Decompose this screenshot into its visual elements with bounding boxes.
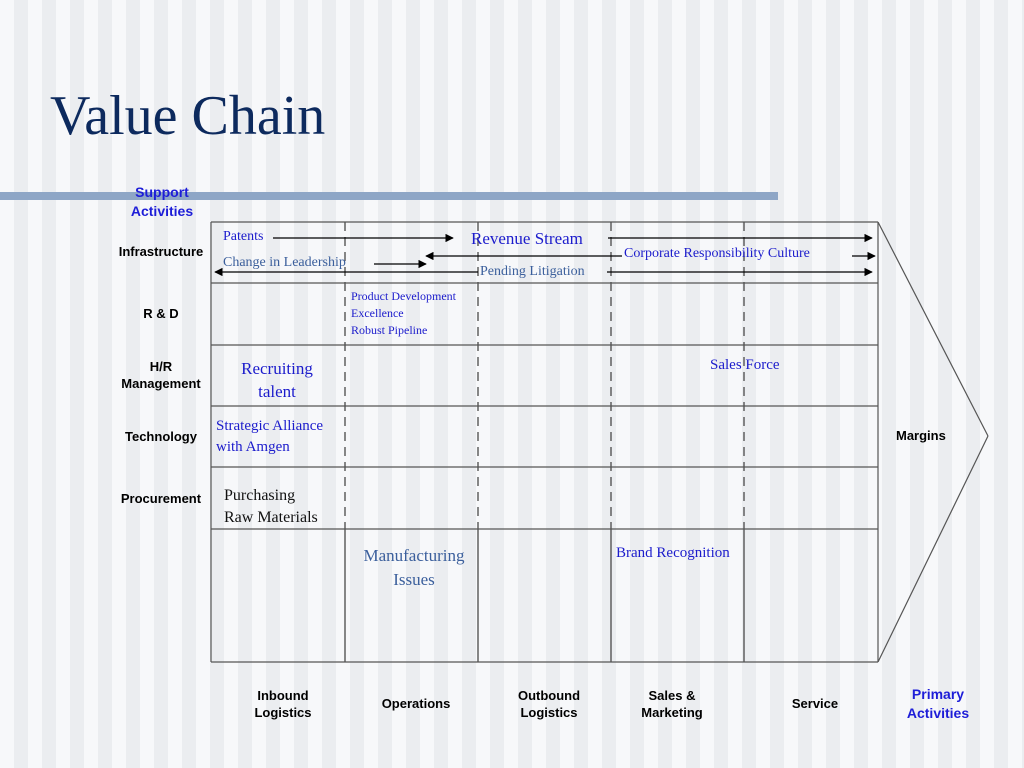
column-label-service: Service <box>791 696 839 711</box>
title-divider <box>0 192 778 200</box>
margins-label: Margins <box>896 428 946 443</box>
support-activities-heading: Support Activities <box>130 184 194 219</box>
column-label-sales-marketing: Sales & Marketing <box>641 688 703 720</box>
column-label-outbound-logistics: Outbound Logistics <box>517 688 581 720</box>
primary-activities-heading: Primary Activities <box>906 686 970 721</box>
row-label-infrastructure: Infrastructure <box>118 244 204 259</box>
column-label-operations: Operations <box>381 696 451 711</box>
note-purchasing-raw-materials: Purchasing Raw Materials <box>224 487 318 526</box>
row-label-hr-management: H/R Management <box>121 359 201 391</box>
note-patents: Patents <box>223 229 264 244</box>
note-change-in-leadership: Change in Leadership <box>223 255 346 270</box>
note-strategic-alliance: Strategic Alliance with Amgen <box>216 418 324 455</box>
note-recruiting-talent: Recruiting talent <box>241 359 313 401</box>
column-label-inbound-logistics: Inbound Logistics <box>254 688 312 720</box>
slide-title: Value Chain <box>50 85 326 147</box>
row-label-r-and-d: R & D <box>143 306 179 321</box>
note-sales-force: Sales Force <box>710 357 780 373</box>
margin-chevron-upper <box>877 221 989 437</box>
note-brand-recognition: Brand Recognition <box>616 545 730 561</box>
margin-chevron-lower <box>877 435 989 663</box>
note-corporate-responsibility: Corporate Responsibility Culture <box>624 246 810 261</box>
note-manufacturing-issues: Manufacturing Issues <box>363 546 465 589</box>
row-label-procurement: Procurement <box>120 491 202 506</box>
note-pending-litigation: Pending Litigation <box>480 264 585 279</box>
note-revenue-stream: Revenue Stream <box>471 229 583 248</box>
row-label-technology: Technology <box>125 429 197 444</box>
note-product-development: Product Development Excellence Robust Pi… <box>351 289 456 337</box>
